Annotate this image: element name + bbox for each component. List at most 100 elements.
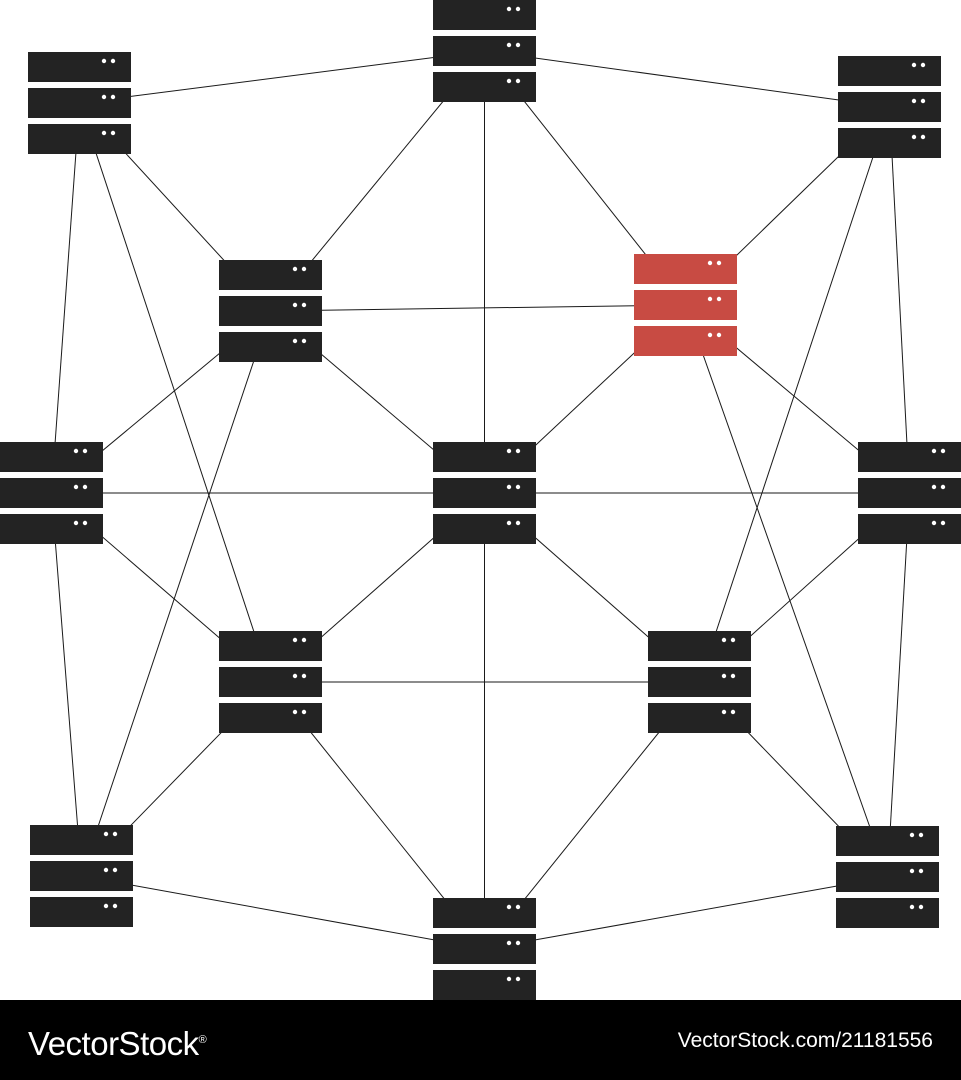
status-led-icon [301,709,307,715]
status-led-icon [73,520,79,526]
server-unit [433,898,536,928]
status-led-icon [82,484,88,490]
status-led-icon [721,673,727,679]
connection-line-n11-n13 [81,875,485,950]
server-unit [30,825,133,855]
connection-line-n6-n11 [51,492,82,877]
server-unit [648,631,751,661]
status-led-icon [112,903,118,909]
status-led-icon [301,637,307,643]
status-led-icon [515,448,521,454]
connection-line-n8-n12 [887,492,910,878]
status-led-icon [909,832,915,838]
status-led-icon [110,130,116,136]
connection-line-n1-n6 [51,102,80,494]
status-led-icon [909,868,915,874]
status-led-icon [721,637,727,643]
status-led-icon [730,709,736,715]
server-unit [433,442,536,472]
status-led-icon [707,332,713,338]
watermark-bar: VectorStock® VectorStock.com/21181556 [0,1000,961,1080]
connection-line-n3-n8 [889,106,910,494]
status-led-icon [940,484,946,490]
status-led-icon [920,62,926,68]
status-led-icon [103,867,109,873]
connection-line-n5-n12 [685,304,888,878]
server-unit [838,128,941,158]
server-icon [30,825,133,927]
server-unit [28,124,131,154]
server-unit [433,478,536,508]
status-led-icon [911,98,917,104]
status-led-icon [103,831,109,837]
status-led-icon [707,260,713,266]
status-led-icon [911,134,917,140]
server-icon-highlighted [634,254,737,356]
server-unit [838,92,941,122]
server-unit [858,514,961,544]
brand-watermark: VectorStock® [28,1016,207,1068]
server-icon [433,442,536,544]
server-icon [838,56,941,158]
server-unit [0,442,103,472]
server-unit [30,897,133,927]
stock-id-watermark: VectorStock.com/21181556 [677,1029,933,1052]
server-unit [838,56,941,86]
status-led-icon [918,832,924,838]
server-unit [634,290,737,320]
status-led-icon [301,673,307,679]
status-led-icon [110,58,116,64]
status-led-icon [515,484,521,490]
network-diagram [0,0,961,1000]
server-icon [433,898,536,1000]
status-led-icon [301,302,307,308]
status-led-icon [730,637,736,643]
status-led-icon [73,484,79,490]
server-icon [0,442,103,544]
status-led-icon [920,98,926,104]
status-led-icon [920,134,926,140]
server-unit [836,898,939,928]
server-unit [219,332,322,362]
server-unit [219,631,322,661]
server-unit [433,514,536,544]
status-led-icon [103,903,109,909]
status-led-icon [292,266,298,272]
status-led-icon [716,260,722,266]
status-led-icon [515,976,521,982]
status-led-icon [292,338,298,344]
server-unit [433,72,536,102]
status-led-icon [730,673,736,679]
status-led-icon [506,940,512,946]
status-led-icon [292,302,298,308]
server-unit [634,254,737,284]
server-icon [836,826,939,928]
status-led-icon [918,904,924,910]
server-unit [836,826,939,856]
server-unit [433,36,536,66]
status-led-icon [73,448,79,454]
server-unit [648,703,751,733]
status-led-icon [506,904,512,910]
status-led-icon [110,94,116,100]
server-unit [30,861,133,891]
registered-mark: ® [198,1034,207,1046]
status-led-icon [82,520,88,526]
status-led-icon [112,867,118,873]
status-led-icon [506,520,512,526]
status-led-icon [931,520,937,526]
server-icon [219,260,322,362]
status-led-icon [292,673,298,679]
connection-line-n4-n11 [81,310,271,877]
server-unit [219,260,322,290]
status-led-icon [940,520,946,526]
connection-line-n4-n5 [270,304,686,312]
server-unit [433,970,536,1000]
server-unit [858,442,961,472]
server-unit [219,703,322,733]
server-unit [0,478,103,508]
connection-line-n12-n13 [484,876,888,950]
status-led-icon [721,709,727,715]
status-led-icon [506,448,512,454]
server-layer [0,0,961,1000]
